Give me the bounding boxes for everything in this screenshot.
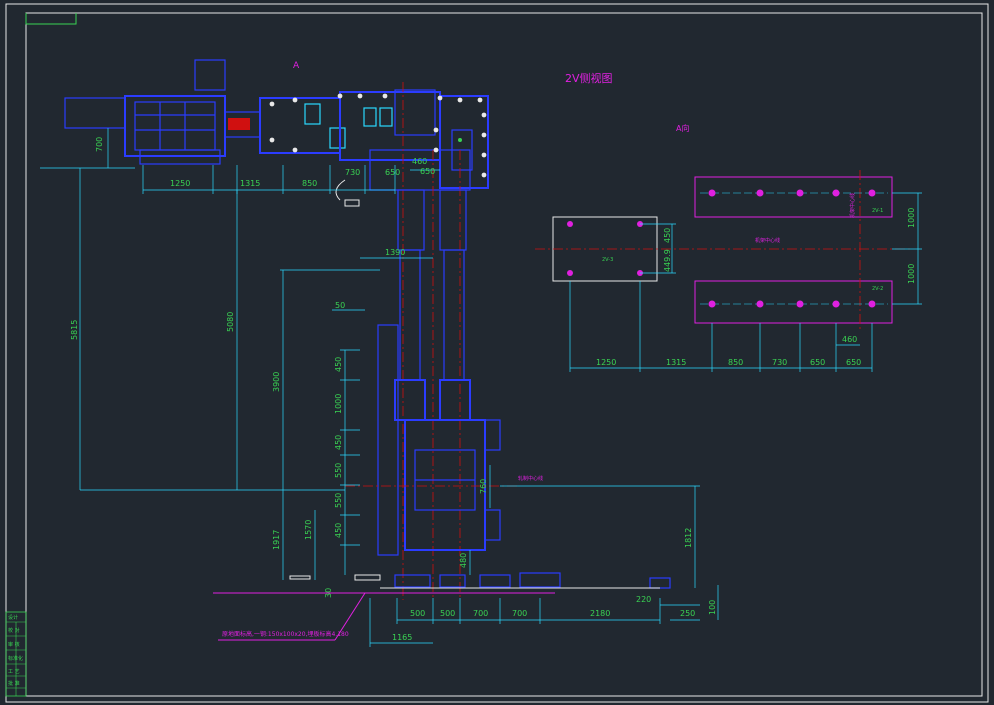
dim-r-1000b: 1000 <box>907 264 916 284</box>
dim-1000: 1000 <box>334 394 343 414</box>
dim-850-top: 850 <box>302 179 317 188</box>
dim-730-top: 730 <box>345 168 360 177</box>
dim-5815: 5815 <box>70 320 79 340</box>
dim-550a: 550 <box>334 463 343 478</box>
top-equipment <box>64 59 489 191</box>
plate-2v1-outline <box>694 176 893 218</box>
centerline-label-top: 机架中心线 <box>755 237 780 244</box>
ground-note: 原地面标高,一钢:150x100x20,埋板标高4.180 <box>222 630 349 638</box>
dim-550b: 550 <box>334 493 343 508</box>
dim-1570: 1570 <box>304 520 313 540</box>
dim-1917: 1917 <box>272 530 281 550</box>
view-title: 2V侧视图 <box>565 71 613 85</box>
centerline-label-vert: 机架中心线 <box>849 193 856 218</box>
dim-250: 250 <box>680 609 695 618</box>
drawing-border <box>25 12 983 697</box>
title-block-row6: 批 准 <box>8 680 20 687</box>
dim-5080: 5080 <box>226 312 235 332</box>
dim-220: 220 <box>636 595 651 604</box>
dim-50: 50 <box>335 301 345 310</box>
corner-tag <box>25 13 77 25</box>
title-block-row4: 标准化 <box>8 655 23 662</box>
dim-1315-top: 1315 <box>240 179 260 188</box>
dim-500a: 500 <box>410 609 425 618</box>
title-block-row2: 校 对 <box>8 627 20 634</box>
dim-1390: 1390 <box>385 248 405 257</box>
dim-450c: 450 <box>334 523 343 538</box>
view-label-a-direction: A向 <box>676 123 689 133</box>
dimension-text: 700 1250 1315 850 730 650 650 460 5815 5… <box>70 137 916 642</box>
dim-500b: 500 <box>440 609 455 618</box>
title-block-row1: 设计 <box>8 614 18 621</box>
dim-700a: 700 <box>473 609 488 618</box>
dim-30: 30 <box>324 588 333 598</box>
main-column <box>377 189 671 589</box>
dim-450a: 450 <box>334 357 343 372</box>
ground-leader <box>334 592 366 641</box>
dimension-lines <box>40 128 719 647</box>
view-label-a: A <box>293 61 300 71</box>
plate-2v1-label: 2V-1 <box>872 208 883 214</box>
dim-2180: 2180 <box>590 609 610 618</box>
dim-460-top: 460 <box>412 157 427 166</box>
dim-700-top: 700 <box>95 137 104 152</box>
dim-450b: 450 <box>334 435 343 450</box>
plate-2v2-outline <box>694 280 893 324</box>
dim-r-1000a: 1000 <box>907 208 916 228</box>
dim-r-450: 450 <box>663 228 672 243</box>
title-block-row3: 审 核 <box>8 641 20 648</box>
dim-r-460: 460 <box>842 335 857 344</box>
anchor-bolts <box>567 189 876 308</box>
dim-3900: 3900 <box>272 372 281 392</box>
plate-2v3-label: 2V-3 <box>602 257 613 263</box>
dim-r-850: 850 <box>728 358 743 367</box>
top-equipment-details <box>228 93 487 207</box>
title-block-row5: 工 艺 <box>8 669 20 675</box>
dim-1812: 1812 <box>684 528 693 548</box>
dim-r-1315: 1315 <box>666 358 686 367</box>
dim-700b: 700 <box>512 609 527 618</box>
dim-r-1250: 1250 <box>596 358 616 367</box>
title-block: 设计 校 对 审 核 标准化 工 艺 批 准 <box>5 611 27 697</box>
dim-100: 100 <box>708 600 717 615</box>
dim-r-449: 449.9 <box>663 249 672 272</box>
dim-r-650a: 650 <box>810 358 825 367</box>
dim-760: 760 <box>479 479 488 494</box>
dim-650-top: 650 <box>385 168 400 177</box>
dim-r-730: 730 <box>772 358 787 367</box>
plate-2v2-label: 2V-2 <box>872 286 883 292</box>
dim-1250-top: 1250 <box>170 179 190 188</box>
dim-650b-top: 650 <box>420 167 435 176</box>
dim-1165: 1165 <box>392 633 412 642</box>
right-view: 2V-3 2V-1 2V-2 机架中心线 机架中心线 <box>535 170 922 372</box>
centerline-label-main: 轧制中心线 <box>518 475 543 482</box>
dim-480: 480 <box>459 553 468 568</box>
outer-frame <box>5 3 989 703</box>
dim-r-650b: 650 <box>846 358 861 367</box>
